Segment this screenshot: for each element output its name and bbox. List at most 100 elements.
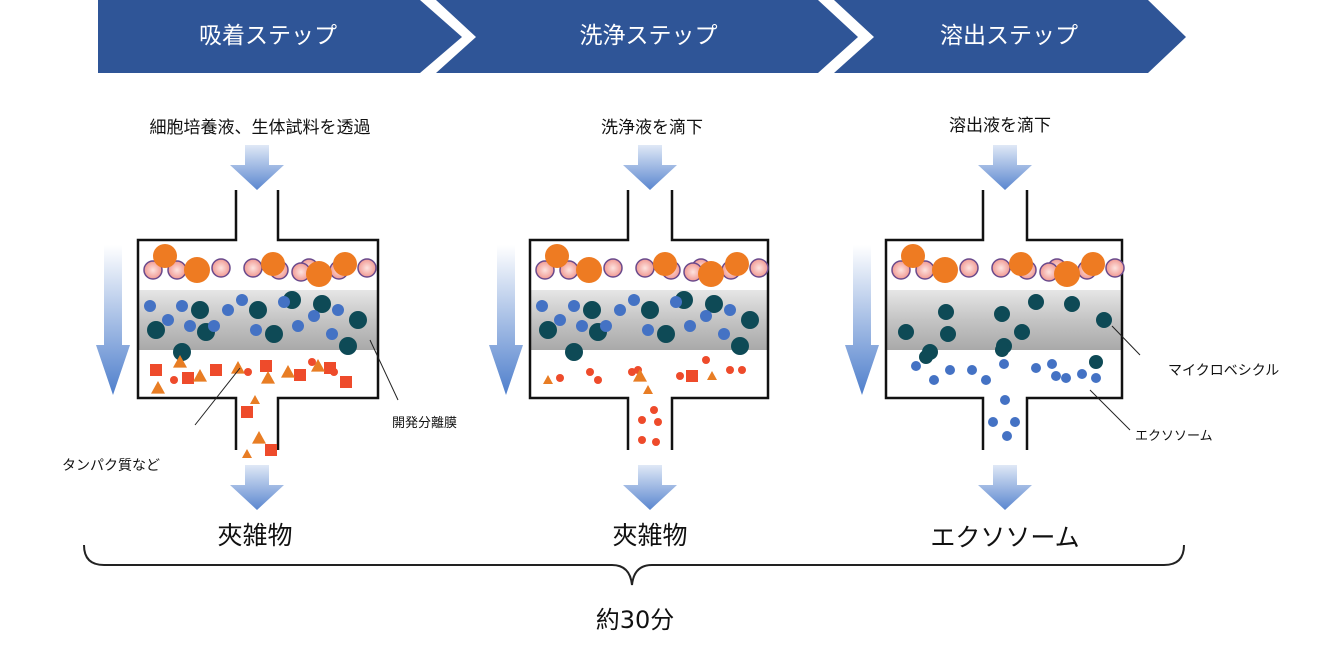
protein-triangle: [250, 395, 260, 404]
microvesicle: [705, 295, 723, 313]
exosome: [628, 294, 640, 306]
exosome: [684, 320, 696, 332]
exosome: [222, 304, 234, 316]
cell-large: [1054, 261, 1080, 287]
exosome: [208, 320, 220, 332]
cell-large: [1009, 252, 1033, 276]
exosome-callout-line: [1089, 389, 1131, 431]
step-3-title: 溶出ステップ: [940, 23, 1078, 49]
microvesicle: [539, 321, 557, 339]
protein-triangle: [151, 381, 165, 394]
exosome-callout: エクソソーム: [1135, 429, 1213, 444]
protein-dot: [586, 368, 594, 376]
microvesicle: [1064, 296, 1080, 312]
cell-pink: [991, 258, 1011, 278]
cell-pink: [635, 258, 655, 278]
exosome: [1077, 369, 1087, 379]
cell-large: [932, 257, 958, 283]
microvesicle: [731, 337, 749, 355]
exosome: [929, 375, 939, 385]
protein-square: [241, 406, 253, 418]
cell-large: [576, 257, 602, 283]
microvesicle: [191, 301, 209, 319]
protein-square: [686, 370, 698, 382]
exosome: [326, 328, 338, 340]
microvesicle: [995, 343, 1009, 357]
down-arrow-icon: [978, 145, 1032, 190]
exosome: [568, 300, 580, 312]
protein-callout-line: [194, 367, 241, 426]
down-arrow-icon: [623, 465, 677, 510]
exosome: [642, 324, 654, 336]
flow-arrow-icon: [845, 245, 879, 395]
microvesicle: [1089, 355, 1103, 369]
protein-square: [260, 360, 272, 372]
protein-triangle: [707, 371, 717, 380]
protein-dot: [650, 406, 658, 414]
cell-large: [725, 252, 749, 276]
exosome: [981, 375, 991, 385]
cell-pink: [243, 258, 263, 278]
down-arrow-icon: [978, 465, 1032, 510]
exosome: [600, 320, 612, 332]
protein-square: [150, 364, 162, 376]
cell-pink: [1105, 258, 1125, 278]
exosome: [1061, 373, 1071, 383]
exosome: [332, 304, 344, 316]
protein-dot: [652, 438, 660, 446]
cell-large: [333, 252, 357, 276]
microvesicle-callout-line: [1111, 325, 1141, 356]
flow-arrow-icon: [489, 245, 523, 395]
exosome: [536, 300, 548, 312]
exosome: [670, 296, 682, 308]
filter-column: [884, 190, 1124, 450]
step-3-output: エクソソーム: [930, 523, 1080, 552]
protein-triangle: [543, 375, 553, 384]
protein-triangle: [261, 371, 275, 384]
microvesicle: [1096, 312, 1112, 328]
exosome: [718, 328, 730, 340]
microvesicle: [339, 337, 357, 355]
microvesicle: [313, 295, 331, 313]
exosome: [911, 361, 921, 371]
cell-pink: [603, 258, 623, 278]
protein-square: [182, 372, 194, 384]
down-arrow-icon: [230, 145, 284, 190]
cell-large: [306, 261, 332, 287]
cell-pink: [143, 260, 163, 280]
exosome: [945, 365, 955, 375]
step-1-output: 夾雑物: [217, 521, 293, 550]
protein-dot: [654, 418, 662, 426]
step-2-instruction: 洗浄液を滴下: [601, 118, 703, 138]
exosome: [999, 359, 1009, 369]
protein-triangle: [173, 355, 187, 368]
exosome: [988, 417, 998, 427]
microvesicle: [1014, 324, 1030, 340]
microvesicle: [173, 343, 191, 361]
filter-column: [136, 190, 380, 450]
membrane-callout: 開発分離膜: [392, 416, 458, 431]
cell-pink: [211, 258, 231, 278]
banner-step-3: [834, 0, 1186, 73]
protein-triangle: [193, 369, 207, 382]
exosome: [967, 365, 977, 375]
microvesicle: [940, 326, 956, 342]
separation-membrane: [139, 290, 377, 350]
microvesicle: [657, 325, 675, 343]
exosome: [144, 300, 156, 312]
cell-pink: [749, 258, 769, 278]
step-2-title: 洗浄ステップ: [579, 23, 718, 49]
microvesicle: [583, 301, 601, 319]
protein-dot: [308, 358, 316, 366]
cell-large: [1081, 252, 1105, 276]
protein-dot: [594, 376, 602, 384]
exosome: [184, 320, 196, 332]
cell-pink: [891, 260, 911, 280]
step-3-instruction: 溶出液を滴下: [949, 116, 1051, 136]
exosome: [1091, 373, 1101, 383]
protein-square: [340, 376, 352, 388]
microvesicle: [565, 343, 583, 361]
microvesicle: [641, 301, 659, 319]
exosome: [236, 294, 248, 306]
